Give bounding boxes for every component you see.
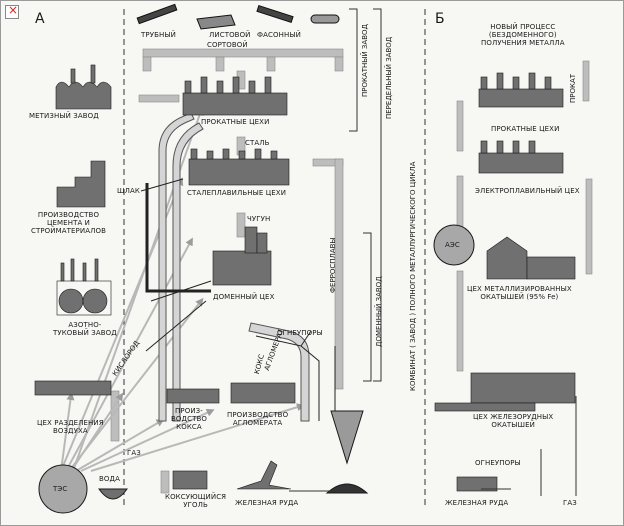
water-label: ВОДА xyxy=(99,475,120,483)
gas-label: ГАЗ xyxy=(127,449,141,457)
main-flow-arrows xyxy=(110,48,593,494)
iron-ore-label: ЖЕЛЕЗНАЯ РУДА xyxy=(235,499,299,507)
cement-label: ПРОИЗВОДСТВО ЦЕМЕНТА И СТРОЙМАТЕРИАЛОВ xyxy=(31,211,106,235)
tpp-label: ТЭС xyxy=(53,485,68,493)
blast-furnace-shop-label: ДОМЕННЫЙ ЦЕХ xyxy=(213,293,275,301)
plant-brackets xyxy=(349,8,382,382)
divider-lines xyxy=(123,9,426,509)
blast-plant-bracket-label: ДОМЕННЫЙ ЗАВОД xyxy=(375,276,383,347)
npp-label: АЭС xyxy=(445,241,460,249)
right-iron-ore-label: ЖЕЛЕЗНАЯ РУДА xyxy=(445,499,509,507)
product-section-label: СОРТОВОЙ xyxy=(207,41,248,49)
pig-iron-label: ЧУГУН xyxy=(247,215,271,223)
buildings xyxy=(34,64,576,492)
product-tube-label: ТРУБНЫЙ xyxy=(141,31,176,39)
refractories-label: ОГНЕУПОРЫ xyxy=(277,329,323,337)
new-process-label: НОВЫЙ ПРОЦЕСС (БЕЗДОМЕННОГО) ПОЛУЧЕНИЯ М… xyxy=(481,23,565,47)
right-gas-label: ГАЗ xyxy=(563,499,577,507)
full-cycle-bracket-label: КОМБИНАТ ( ЗАВОД ) ПОЛНОГО МЕТАЛЛУРГИЧЕС… xyxy=(409,161,417,391)
agglomerate-production-label: ПРОИЗВОДСТВО АГЛОМЕРАТА xyxy=(227,411,289,427)
product-sheet-label: ЛИСТОВОЙ xyxy=(209,31,251,39)
steel-label: СТАЛЬ xyxy=(245,139,270,147)
right-refractories-label: ОГНЕУПОРЫ xyxy=(475,459,521,467)
rolling-plant-bracket-label: ПРОКАТНЫЙ ЗАВОД xyxy=(361,24,369,97)
product-shapes xyxy=(136,3,340,30)
slag-label: ШЛАК xyxy=(117,187,140,195)
product-shaped-label: ФАСОННЫЙ xyxy=(257,31,301,39)
rolling-shops-label: ПРОКАТНЫЕ ЦЕХИ xyxy=(201,118,270,126)
air-separation-label: ЦЕХ РАЗДЕЛЕНИЯ ВОЗДУХА xyxy=(37,419,104,435)
coke-production-label: ПРОИЗ- ВОДСТВО КОКСА xyxy=(171,407,207,431)
steelmaking-shops-label: СТАЛЕПЛАВИЛЬНЫЕ ЦЕХИ xyxy=(187,189,287,197)
rail-tracks xyxy=(289,396,577,496)
hardware-plant-label: МЕТИЗНЫЙ ЗАВОД xyxy=(29,112,99,120)
pellets-shop-label: ЦЕХ ЖЕЛЕЗОРУДНЫХ ОКАТЫШЕЙ xyxy=(473,413,554,429)
electric-shop-label: ЭЛЕКТРОПЛАВИЛЬНЫЙ ЦЕХ xyxy=(475,187,580,195)
conversion-plant-bracket-label: ПЕРЕДЕЛЬНЫЙ ЗАВОД xyxy=(385,36,393,119)
nitrogen-plant-label: АЗОТНО- ТУКОВЫЙ ЗАВОД xyxy=(53,321,117,337)
ferroalloys-label: ФЕРРОСПЛАВЫ xyxy=(329,237,337,293)
broken-image-icon xyxy=(5,3,19,19)
section-label-left: А xyxy=(35,11,45,27)
conveyors xyxy=(140,178,336,421)
right-rolling-shops-label: ПРОКАТНЫЕ ЦЕХИ xyxy=(491,125,560,133)
rolled-label: ПРОКАТ xyxy=(569,73,577,103)
metallized-shop-label: ЦЕХ МЕТАЛЛИЗИРОВАННЫХ ОКАТЫШЕЙ (95% Fe) xyxy=(467,285,572,301)
section-label-right: Б xyxy=(435,11,445,27)
power-circles xyxy=(38,224,475,514)
coking-coal-label: КОКСУЮЩИЙСЯ УГОЛЬ xyxy=(165,493,227,509)
